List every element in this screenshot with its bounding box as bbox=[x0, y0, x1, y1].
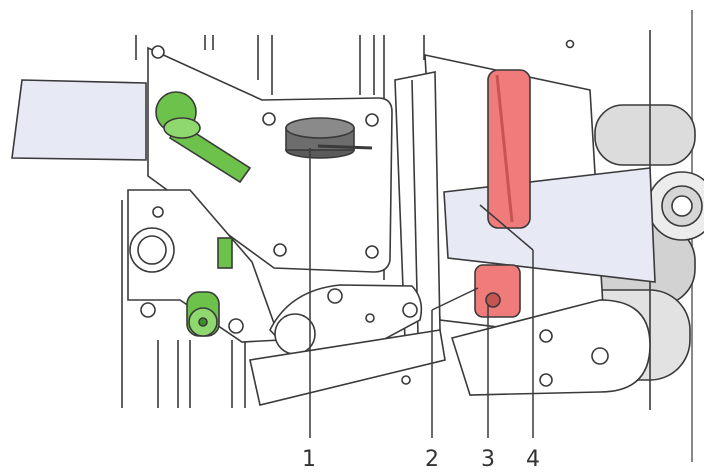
green-gear bbox=[186, 237, 233, 337]
red-roller-lower bbox=[474, 264, 521, 318]
red-roller-upper bbox=[487, 69, 531, 229]
leader-line-4 bbox=[479, 204, 534, 251]
red-guide-rollers bbox=[474, 69, 531, 318]
callout-1: 1 bbox=[302, 447, 316, 472]
lower-right-arm bbox=[450, 299, 651, 396]
callout-3: 3 bbox=[481, 447, 495, 472]
leader-lines bbox=[309, 148, 534, 438]
media-strip-left bbox=[11, 79, 147, 161]
lower-left-mechanism bbox=[127, 189, 446, 406]
green-lever bbox=[155, 91, 252, 184]
leader-line-2 bbox=[431, 287, 479, 311]
pressure-knob bbox=[285, 117, 373, 159]
callout-4: 4 bbox=[526, 447, 540, 472]
frame-lines bbox=[121, 35, 425, 408]
callout-2: 2 bbox=[425, 447, 439, 472]
red-roller-shaft bbox=[485, 292, 501, 308]
